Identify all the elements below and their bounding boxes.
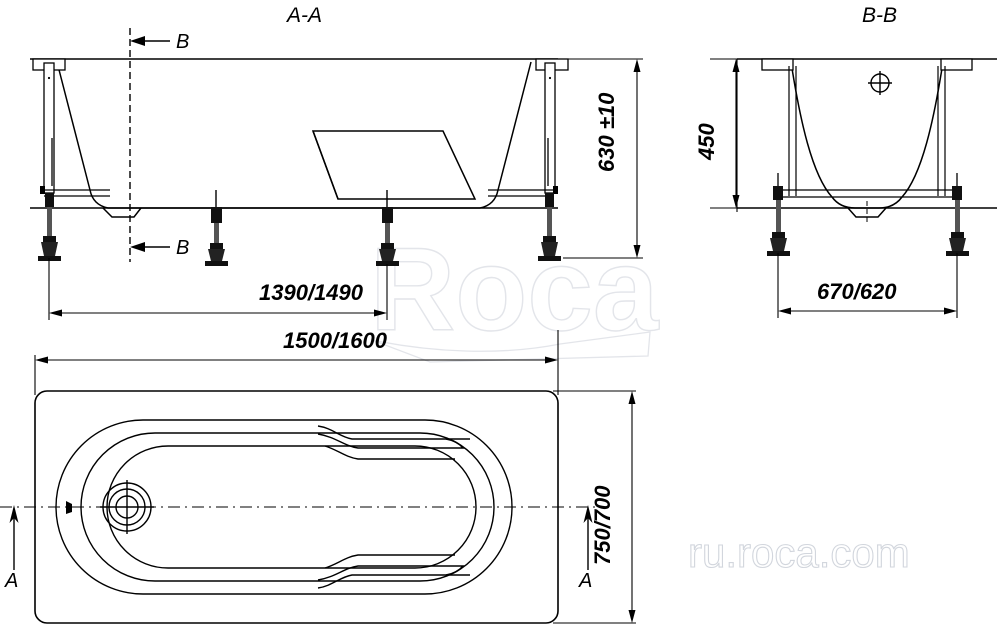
grip-rib-upper: [317, 425, 470, 460]
section-marker-b-top: B: [130, 31, 189, 53]
section-marker-b-top-label: B: [176, 31, 189, 53]
section-marker-b-bottom: B: [130, 237, 189, 259]
overflow-marker-plan: [66, 501, 72, 514]
dimension-bb-legs-span: [777, 253, 958, 318]
section-marker-a-right: A: [578, 505, 593, 592]
dimension-bb-height: [710, 58, 742, 212]
watermark-roca-logo: Roca: [370, 224, 660, 356]
dimension-bb-legs-span-label: 670/620: [817, 279, 897, 304]
adjustable-foot: [538, 193, 561, 261]
watermark-url: ru.roca.com: [688, 529, 910, 576]
watermark-group: Roca ru.roca.com: [369, 223, 910, 576]
rim-brackets-section-bb: [761, 58, 973, 71]
dimension-plan-length-label: 1500/1600: [283, 328, 388, 353]
frame-posts-section-bb: [775, 66, 960, 198]
adjustable-foot: [205, 190, 228, 266]
tub-inner-contours-plan: [55, 419, 513, 595]
section-marker-a-left: A: [4, 505, 19, 592]
section-aa-title: A-A: [285, 4, 322, 27]
section-marker-a-left-label: A: [4, 570, 18, 592]
overflow-crosshair-icon: [868, 71, 892, 95]
grip-rib-lower: [317, 554, 470, 589]
dimension-aa-legs-span: [48, 258, 388, 320]
dimension-plan-width-label: 750/700: [590, 485, 615, 565]
support-post-left: [32, 58, 110, 197]
drain-plan: [100, 480, 154, 534]
watermark-roca-swoosh: [371, 331, 651, 363]
view-section-bb: B-B: [694, 4, 997, 318]
dimension-bb-height-label: 450: [694, 123, 719, 161]
view-plan: A A 1500/1600 750/700: [0, 328, 636, 624]
dimension-aa-height: [563, 58, 643, 259]
adjustable-foot: [376, 190, 399, 266]
section-marker-b-bottom-label: B: [176, 237, 189, 259]
adjustable-feet-section-aa: [38, 190, 561, 266]
view-section-aa: A-A B B: [30, 4, 643, 320]
dimension-aa-legs-span-label: 1390/1490: [259, 280, 364, 305]
section-marker-a-right-label: A: [578, 570, 592, 592]
dimension-plan-width: [553, 390, 636, 624]
section-bb-title: B-B: [862, 4, 897, 27]
dimension-aa-height-label: 630 ±10: [594, 92, 619, 172]
tub-seat-block: [311, 130, 477, 200]
dimension-plan-length: [34, 330, 559, 395]
